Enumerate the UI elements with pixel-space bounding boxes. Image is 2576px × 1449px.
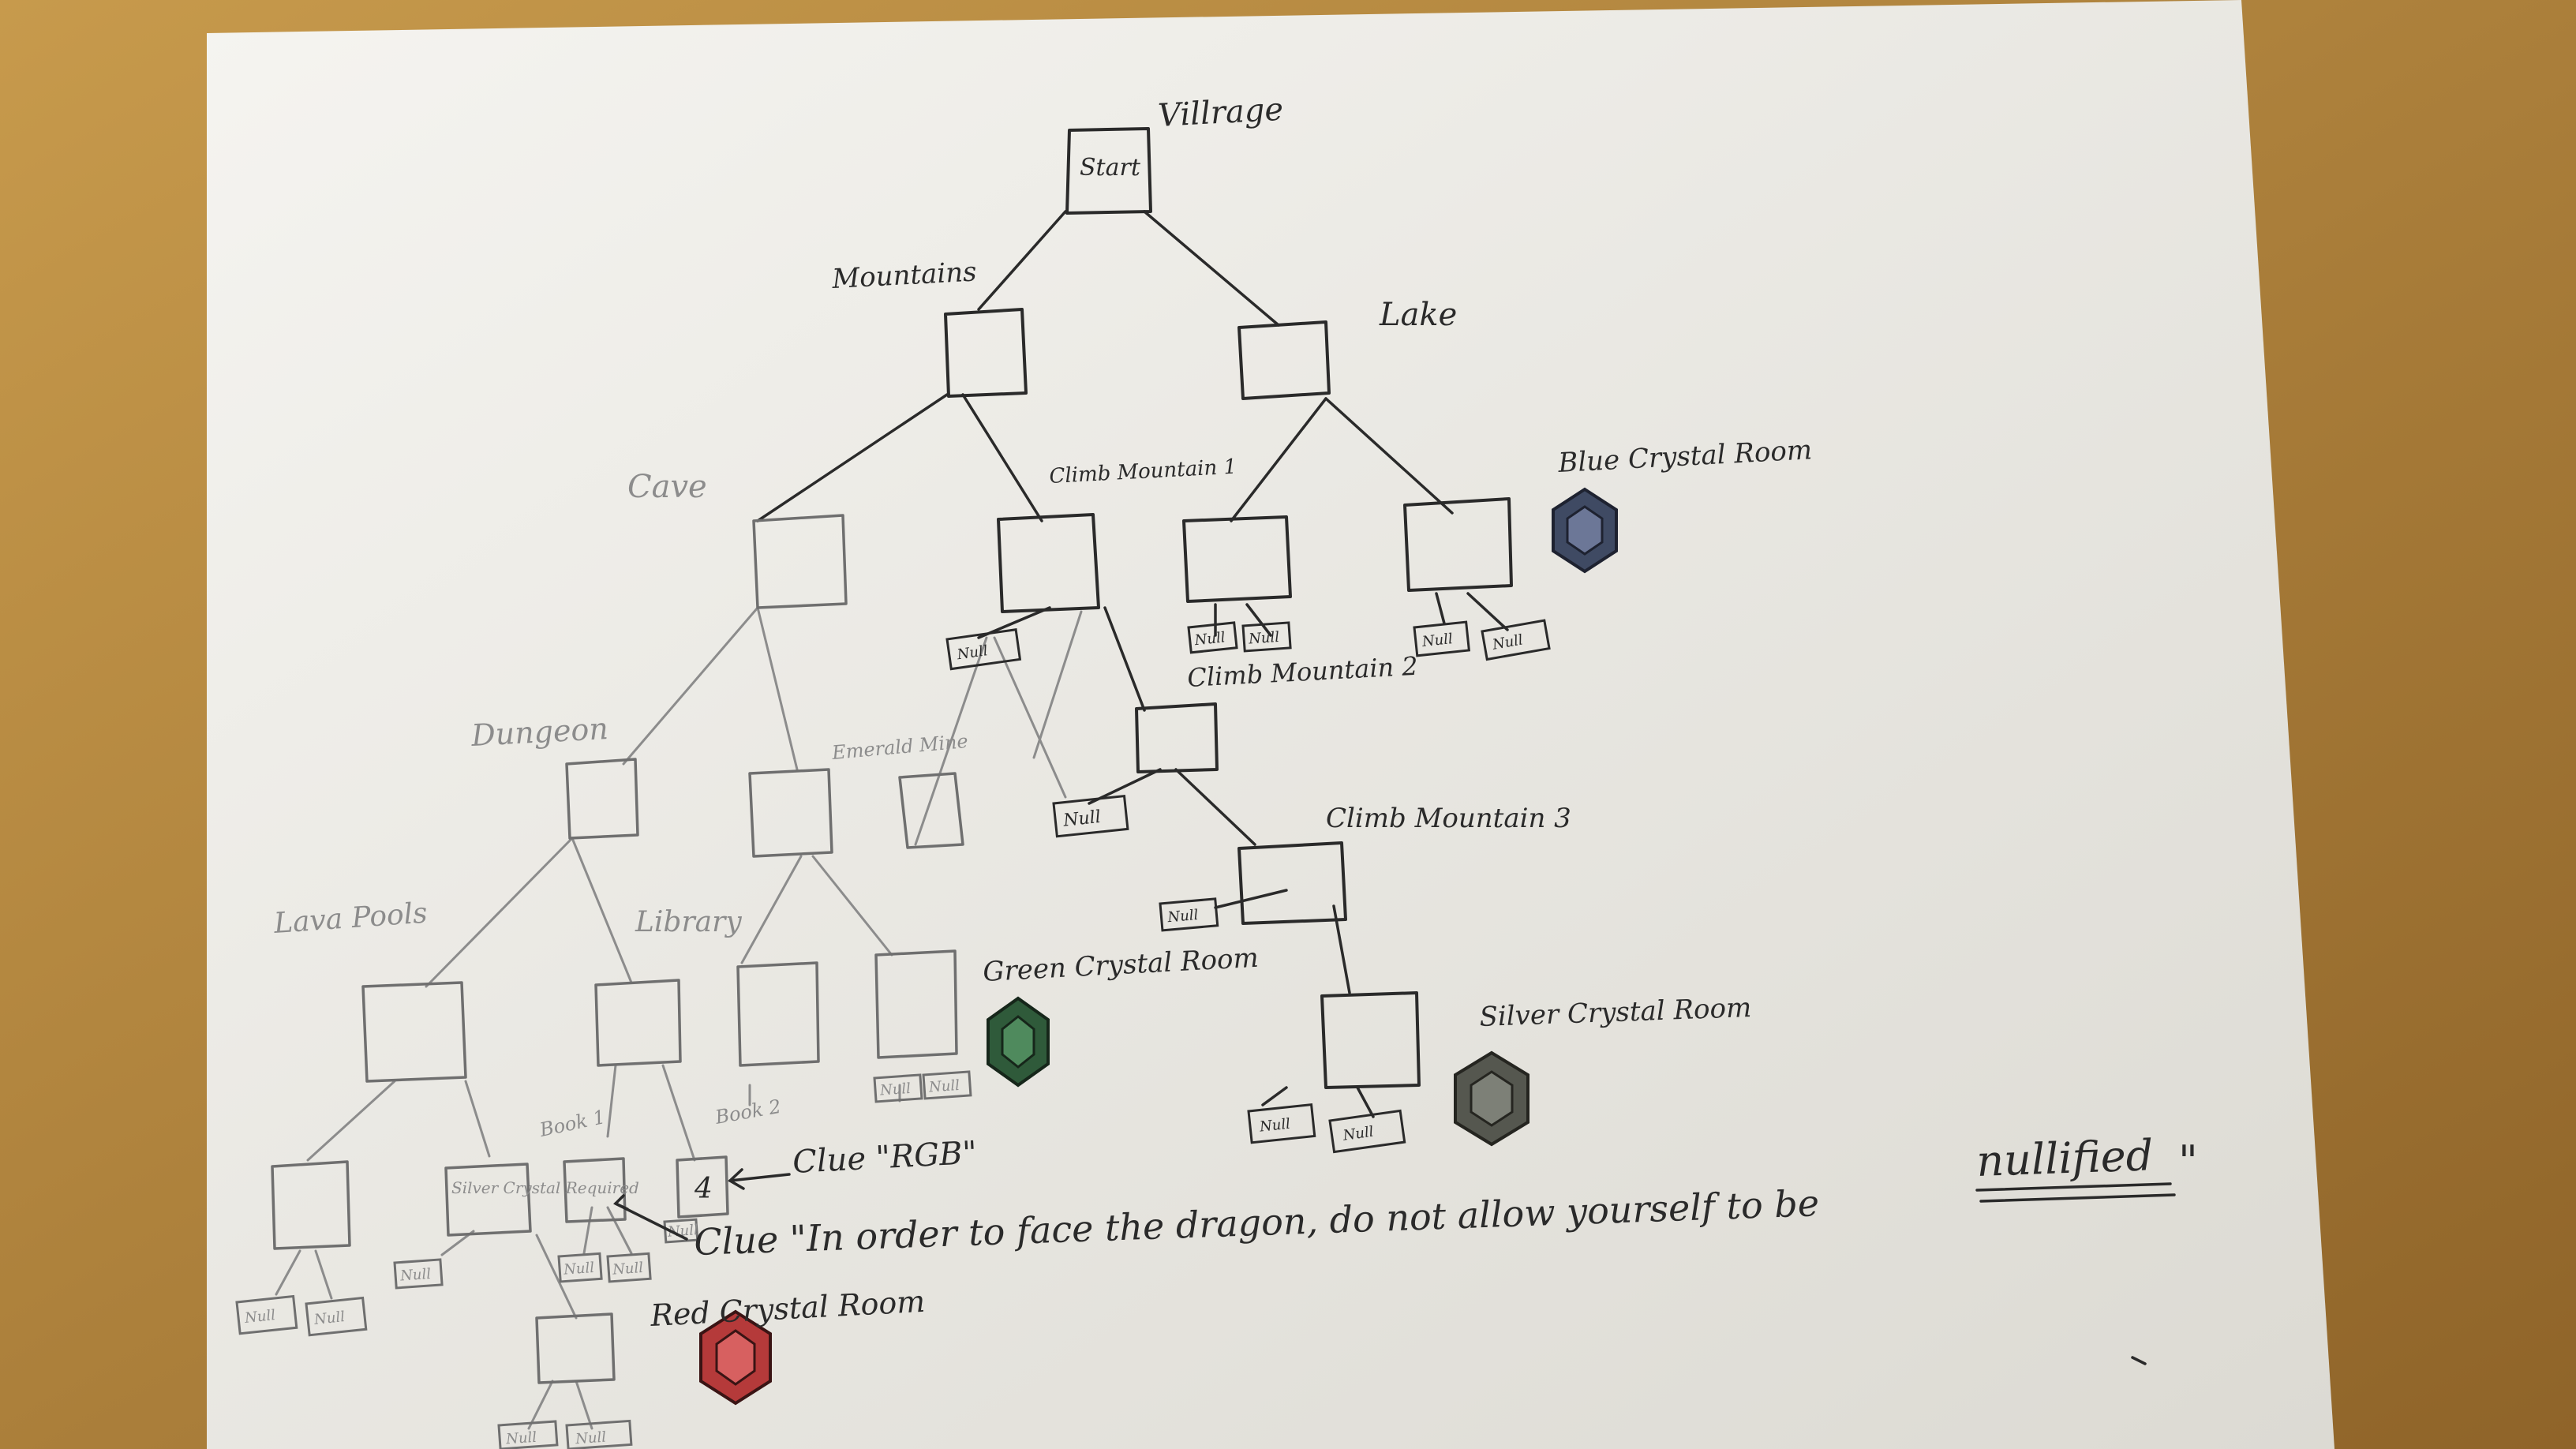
node-lake-left [1182,515,1292,603]
null-leaf: Null [565,1419,633,1449]
svg-text:Null: Null [611,1260,643,1279]
annotation-marks [612,1168,2176,1365]
node-cave [752,514,848,609]
label-mountains: Mountains [830,256,977,295]
node-start [1065,127,1152,215]
svg-text:Null: Null [313,1309,346,1328]
node-mountains [944,308,1028,398]
node-lava-child-1 [271,1160,351,1250]
node-climb-mountain-2 [1135,702,1219,773]
svg-text:Null: Null [399,1266,431,1285]
node-emerald-child-2 [874,949,958,1059]
node-emerald-child-1 [736,961,820,1067]
label-silver-required: Silver Crystal Required [451,1178,639,1197]
null-leaf: Null [1481,619,1551,661]
null-leaf: Null [663,1218,699,1244]
svg-text:Null: Null [505,1429,537,1448]
svg-text:Null: Null [562,1260,594,1279]
null-leaf: Null [922,1070,972,1100]
node-lava-pools [361,981,467,1083]
silver-crystal-icon [1454,1050,1530,1147]
underline-nullified-1 [1975,1182,2172,1192]
label-villrage: Villrage [1157,92,1284,134]
node-lake-right [1403,497,1513,592]
svg-text:Null: Null [1193,629,1226,649]
null-leaf: Null [1159,897,1219,932]
svg-text:Null: Null [1247,629,1279,648]
null-leaf: Null [606,1252,652,1283]
svg-text:Null: Null [666,1222,698,1241]
label-dungeon: Dungeon [470,711,609,753]
label-nullified: nullified [1975,1130,2154,1186]
label-climb-mountain-3: Climb Mountain 3 [1326,803,1571,834]
svg-text:Null: Null [243,1307,276,1327]
label-cave: Cave [627,469,707,505]
node-red-crystal [535,1312,616,1384]
label-start: Start [1080,154,1141,182]
node-dungeon [565,758,639,840]
underline-nullified-2 [1979,1193,2176,1203]
blue-crystal-icon [1552,487,1618,574]
label-lake: Lake [1379,297,1457,333]
node-lake [1237,320,1331,400]
null-leaf: Null [557,1252,603,1283]
null-leaf: Null [1052,794,1129,838]
label-clue-close-quote: " [2178,1136,2198,1186]
node-silver-crystal [1320,991,1421,1089]
null-leaf: Null [1328,1109,1406,1154]
node-emerald-mine [748,768,833,858]
svg-text:Null: Null [878,1080,911,1099]
null-leaf: Null [1413,620,1471,657]
null-leaf: Null [305,1296,368,1337]
label-node-4: 4 [694,1173,713,1205]
label-library: Library [635,906,742,938]
null-leaf: Null [235,1294,298,1335]
null-leaf: Null [497,1420,559,1449]
node-4 [676,1155,729,1219]
node-climb-mountain-1 [997,513,1100,613]
node-climb-mountain-3 [1237,841,1347,925]
null-leaf: Null [393,1258,444,1290]
pen-mark [2131,1356,2147,1365]
paper-sheet [207,0,2334,1449]
svg-text:Null: Null [1421,631,1454,650]
svg-text:Null: Null [575,1429,607,1448]
node-lava-child-2 [444,1163,532,1237]
svg-text:Null: Null [1061,807,1102,831]
node-library [594,979,682,1067]
arrow-clue-rgb [728,1173,791,1182]
red-crystal-icon [699,1309,772,1406]
tree-nodes-faint [271,514,964,1384]
green-crystal-icon [987,996,1050,1088]
null-leaf: Null [1247,1103,1316,1144]
null-leaf: Null [873,1073,923,1103]
tree-nodes [944,127,1513,1089]
svg-text:Null: Null [1166,907,1200,926]
node-emerald-left [898,772,964,849]
null-leaf: Null [1187,621,1238,654]
null-leaves: Null Null Null Null Null Null Null Null … [235,619,1551,1449]
node-book-1 [563,1157,627,1223]
svg-text:Null: Null [927,1077,960,1096]
null-leaf: Null [1241,621,1292,653]
svg-text:Null: Null [1258,1116,1291,1136]
